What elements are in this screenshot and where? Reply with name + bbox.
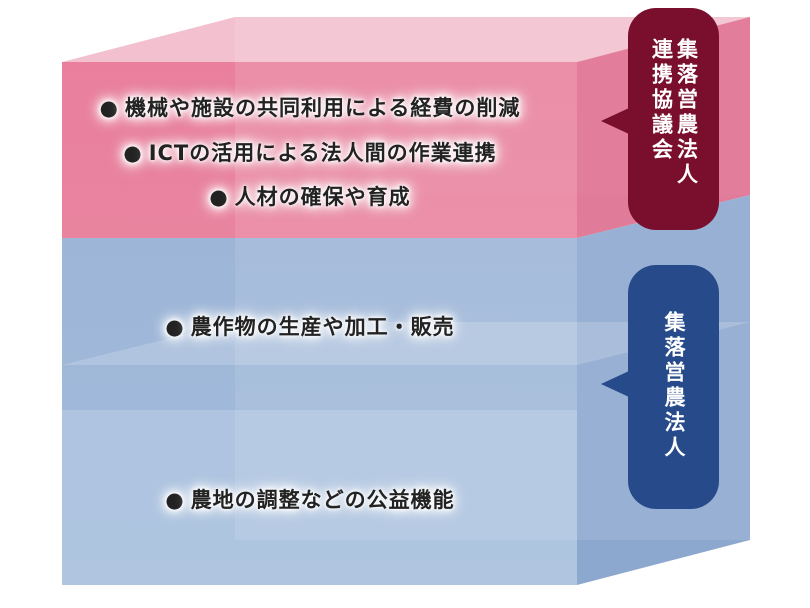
top-layer-box (62, 17, 750, 238)
council-label-line-1: 集落営農法人 (674, 38, 699, 188)
bullet-icon: ● (209, 185, 229, 209)
corporation-label-line-1: 集落営農法人 (662, 311, 686, 461)
top-layer-front-face (62, 62, 577, 238)
bullet-icon: ● (165, 488, 185, 512)
corporation-item-1: ●農作物の生産や加工・販売 (165, 315, 455, 339)
corporation-bubble-tail (601, 371, 629, 397)
council-item-1: ●機械や施設の共同利用による経費の削減 (99, 96, 521, 120)
council-item-3: ●人材の確保や育成 (209, 185, 411, 209)
bullet-icon: ● (99, 96, 119, 120)
corporation-label-bubble: 集落営農法人 (628, 265, 719, 509)
bottom-layer-back-plane (235, 195, 750, 540)
bullet-icon: ● (165, 315, 185, 339)
council-item-2: ●ICTの活用による法人間の作業連携 (123, 141, 497, 165)
council-bubble-tail (601, 108, 629, 134)
bottom-layer-lower-block (62, 410, 577, 585)
council-label-line-2: 連携協議会 (649, 38, 674, 163)
bottom-layer-inner-band (62, 322, 750, 365)
top-layer-back-plane (235, 17, 750, 195)
bullet-icon: ● (123, 141, 143, 165)
top-layer-top-face (62, 17, 750, 62)
council-label-bubble: 集落営農法人 連携協議会 (628, 8, 719, 230)
corporation-item-2: ●農地の調整などの公益機能 (165, 488, 455, 512)
